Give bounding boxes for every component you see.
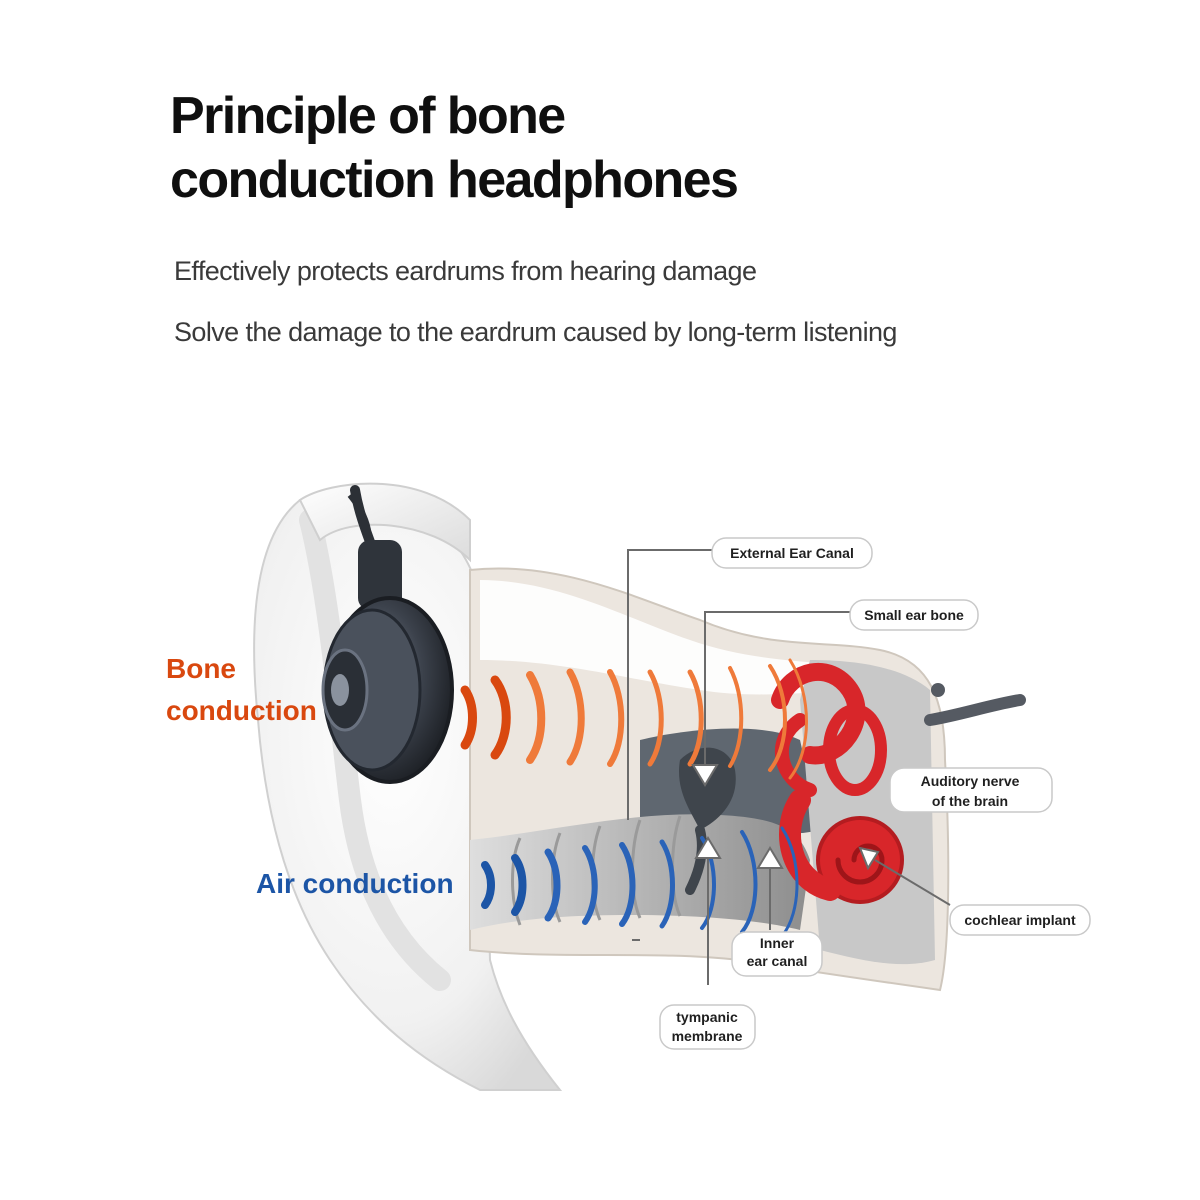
subtitle-line-1: Effectively protects eardrums from heari… <box>174 256 757 286</box>
label-auditory-nerve-1: Auditory nerve <box>921 773 1020 789</box>
callout-arrows <box>691 764 880 871</box>
headband <box>298 482 471 563</box>
label-tympanic-1: tympanic <box>676 1009 738 1025</box>
label-cochlear-implant: cochlear implant <box>964 912 1076 928</box>
inner-ear-organ <box>771 663 904 904</box>
bone-conduction-label-2: conduction <box>166 695 317 726</box>
title-line-1: Principle of bone <box>170 87 566 145</box>
label-tympanic-2: membrane <box>672 1028 743 1044</box>
callout-lines <box>627 549 951 985</box>
title-line-2: conduction headphones <box>170 151 739 209</box>
nerve-cable <box>924 694 1026 726</box>
air-waves <box>481 826 799 938</box>
callout-boxes <box>659 537 1091 1050</box>
bone-waves <box>460 658 808 780</box>
bone-conduction-label-1: Bone <box>166 653 236 684</box>
air-conduction-label: Air conduction <box>256 868 454 899</box>
headphone-driver <box>321 485 454 784</box>
label-inner-ear-canal-1: Inner <box>760 935 795 951</box>
label-auditory-nerve-2: of the brain <box>932 793 1008 809</box>
page-title: Principle of bone conduction headphones <box>170 84 739 212</box>
label-inner-ear-canal-2: ear canal <box>747 953 808 969</box>
label-external-ear-canal: External Ear Canal <box>730 545 854 561</box>
nerve-node <box>931 683 945 697</box>
subtitle-line-2: Solve the damage to the eardrum caused b… <box>174 317 897 347</box>
ossicles <box>679 747 736 895</box>
label-small-ear-bone: Small ear bone <box>864 607 964 623</box>
